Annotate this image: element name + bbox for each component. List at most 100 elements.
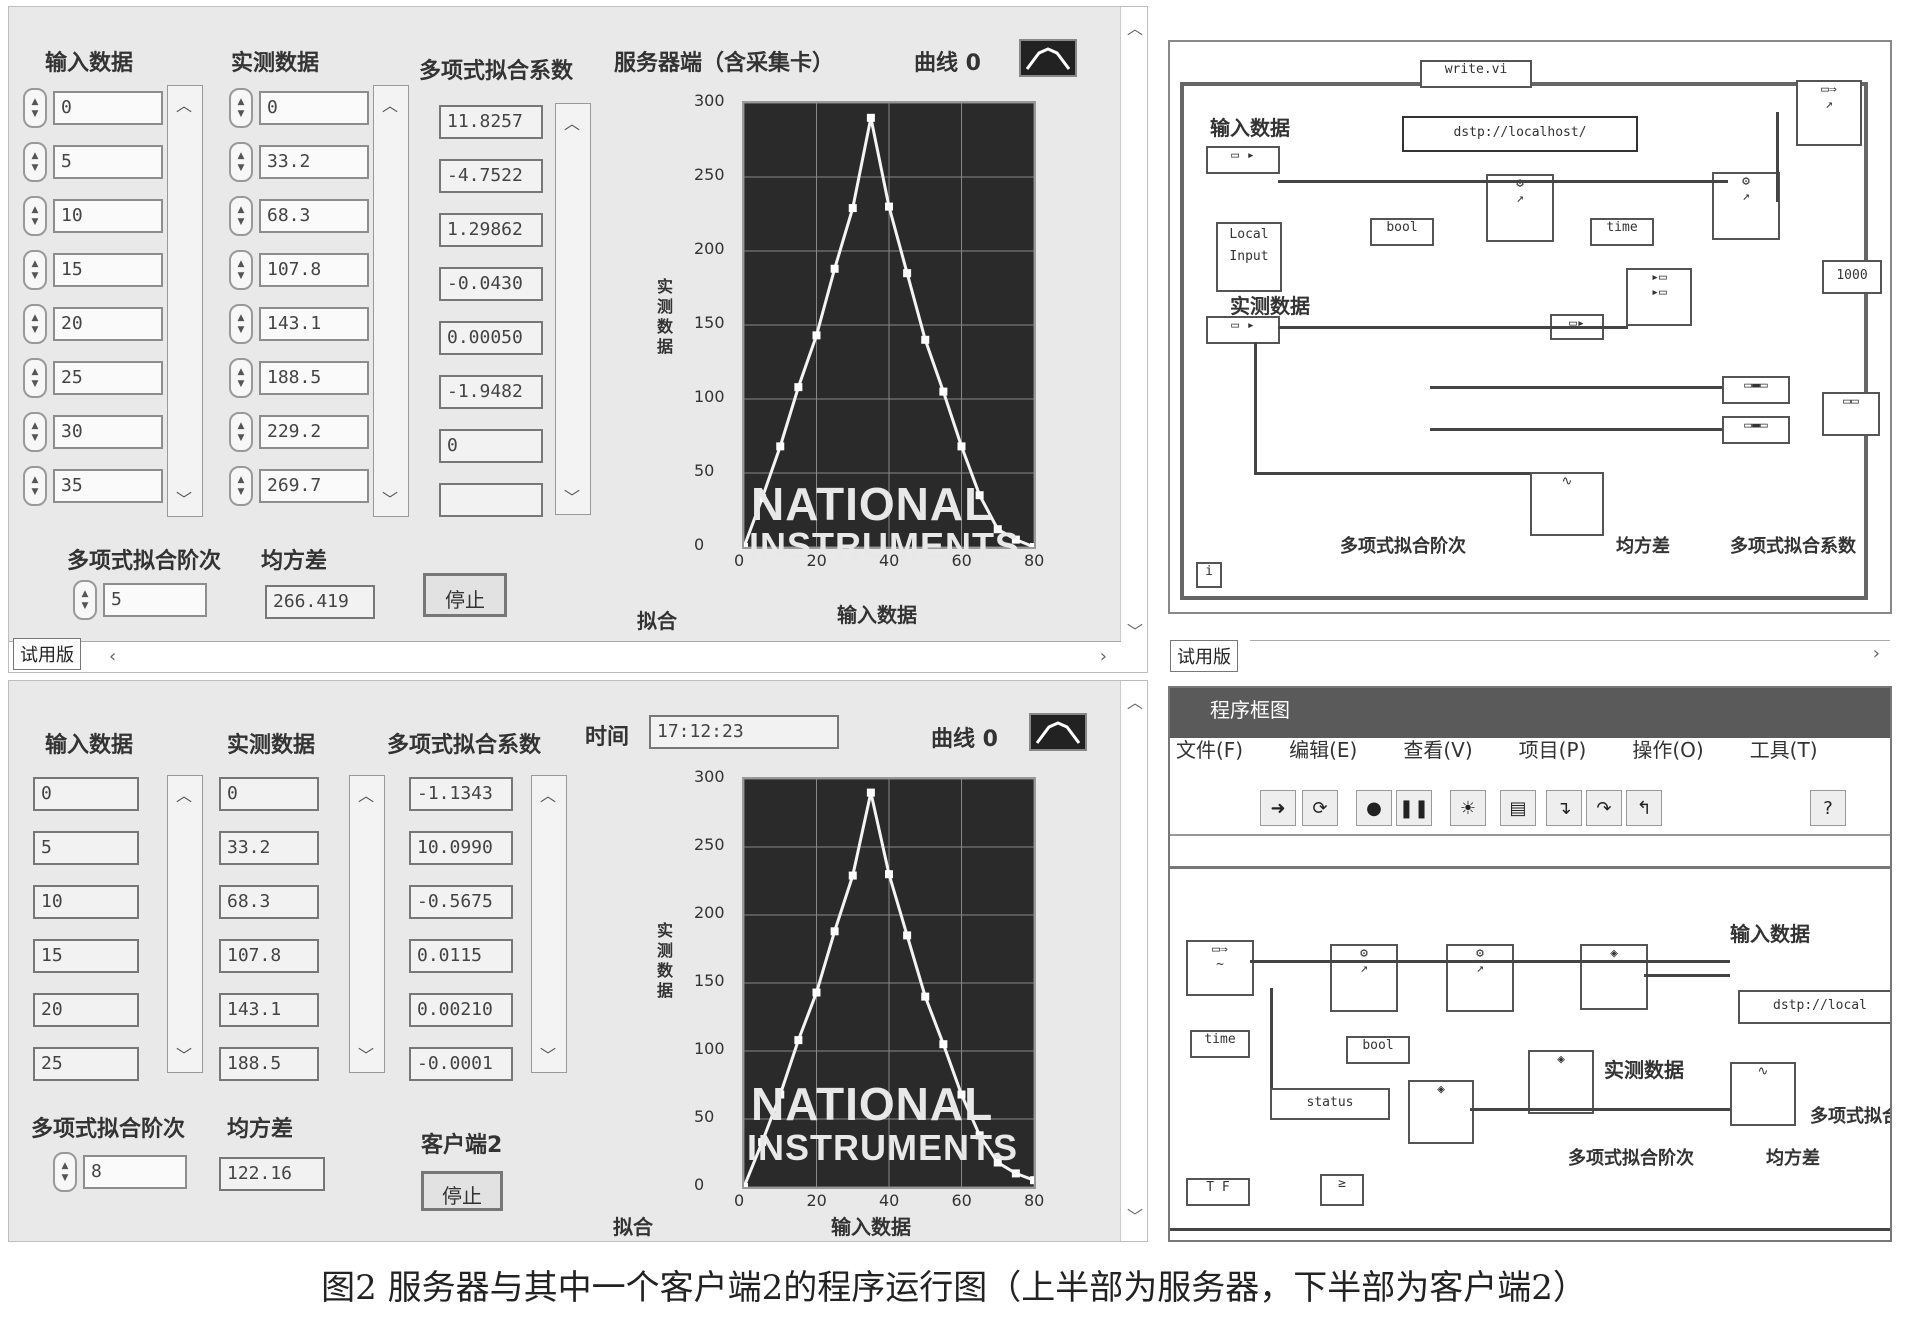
- server-measured-spinner-icon[interactable]: ▲▼: [229, 466, 253, 506]
- server-measured-element[interactable]: ▲▼269.7: [229, 465, 369, 507]
- server-wrench-node-1[interactable]: ⚙↗: [1486, 174, 1554, 242]
- server-measured-element[interactable]: ▲▼107.8: [229, 249, 369, 291]
- server-array-build-node[interactable]: ▸▭▸▭: [1626, 268, 1692, 326]
- client-order-value[interactable]: 8: [83, 1155, 187, 1189]
- server-measured-spinner-icon[interactable]: ▲▼: [229, 412, 253, 452]
- server-panel-vscrollbar[interactable]: ︿﹀: [1120, 7, 1147, 672]
- server-measured-value[interactable]: 68.3: [259, 199, 369, 233]
- server-input-element[interactable]: ▲▼20: [23, 303, 163, 345]
- client-convert-node-3[interactable]: ◈: [1528, 1050, 1594, 1114]
- server-fit-node[interactable]: ∿: [1530, 472, 1604, 536]
- server-write-node[interactable]: ▭⇒↗: [1796, 80, 1862, 146]
- server-order-spinner-icon[interactable]: ▲▼: [73, 580, 97, 620]
- server-panel-hscrollbar[interactable]: ‹ ›: [9, 641, 1121, 672]
- pause-icon[interactable]: ❚❚: [1396, 790, 1432, 826]
- server-input-value[interactable]: 30: [53, 415, 163, 449]
- server-input-value[interactable]: 20: [53, 307, 163, 341]
- server-measured-value[interactable]: 0: [259, 91, 369, 125]
- server-bool-node[interactable]: bool: [1370, 218, 1434, 246]
- server-input-terminal[interactable]: ▭ ▸: [1206, 146, 1280, 174]
- client-panel-vscrollbar[interactable]: ︿﹀: [1120, 681, 1147, 1241]
- server-file-node[interactable]: write.vi: [1420, 60, 1532, 88]
- server-input-element[interactable]: ▲▼30: [23, 411, 163, 453]
- abort-icon[interactable]: ●: [1356, 790, 1392, 826]
- server-input-spinner-icon[interactable]: ▲▼: [23, 88, 47, 128]
- server-input-element[interactable]: ▲▼10: [23, 195, 163, 237]
- menu-item[interactable]: 查看(V): [1403, 738, 1473, 762]
- step-out-icon[interactable]: ↰: [1626, 790, 1662, 826]
- client-order-control[interactable]: ▲▼ 8: [53, 1151, 187, 1193]
- client-tf-node[interactable]: T F: [1186, 1178, 1250, 1206]
- server-measured-element[interactable]: ▲▼68.3: [229, 195, 369, 237]
- server-measured-value[interactable]: 107.8: [259, 253, 369, 287]
- server-curve-legend[interactable]: 曲线 0: [914, 51, 981, 76]
- client-curve-legend[interactable]: 曲线 0: [931, 727, 998, 752]
- run-arrow-icon[interactable]: ➜: [1260, 790, 1296, 826]
- server-bundle-node-2[interactable]: ▭▬▭: [1722, 416, 1790, 444]
- server-url-node[interactable]: dstp://localhost/: [1402, 116, 1638, 152]
- server-bundle-node-1[interactable]: ▭▬▭: [1722, 376, 1790, 404]
- server-measured-scrollbar[interactable]: ︿﹀: [373, 85, 409, 517]
- server-input-value[interactable]: 15: [53, 253, 163, 287]
- menu-item[interactable]: 项目(P): [1518, 738, 1587, 762]
- client-or-gate-node[interactable]: ≥: [1320, 1174, 1364, 1206]
- client-time-node[interactable]: time: [1190, 1030, 1250, 1058]
- server-stop-button[interactable]: 停止: [423, 573, 507, 617]
- client-input-scrollbar[interactable]: ︿﹀: [167, 775, 203, 1073]
- server-measured-element[interactable]: ▲▼188.5: [229, 357, 369, 399]
- server-measured-value[interactable]: 229.2: [259, 415, 369, 449]
- server-measured-spinner-icon[interactable]: ▲▼: [229, 88, 253, 128]
- server-input-spinner-icon[interactable]: ▲▼: [23, 358, 47, 398]
- client-coeff-scrollbar[interactable]: ︿﹀: [531, 775, 567, 1073]
- server-measured-spinner-icon[interactable]: ▲▼: [229, 196, 253, 236]
- server-merge-node[interactable]: ▭▭: [1822, 392, 1880, 436]
- server-wrench-node-2[interactable]: ⚙↗: [1712, 172, 1780, 240]
- menu-item[interactable]: 编辑(E): [1289, 738, 1358, 762]
- client-curve-legend-icon[interactable]: [1029, 713, 1087, 751]
- client-status-node[interactable]: status: [1270, 1088, 1390, 1120]
- client-url-node[interactable]: dstp://local: [1738, 990, 1890, 1024]
- server-diagram-hscrollbar[interactable]: ›: [1250, 640, 1890, 671]
- server-input-spinner-icon[interactable]: ▲▼: [23, 304, 47, 344]
- server-input-element[interactable]: ▲▼25: [23, 357, 163, 399]
- menu-item[interactable]: 操作(O): [1632, 738, 1704, 762]
- server-measured-value[interactable]: 143.1: [259, 307, 369, 341]
- server-measured-terminal[interactable]: ▭ ▸: [1206, 316, 1280, 344]
- server-input-value[interactable]: 35: [53, 469, 163, 503]
- server-measured-element[interactable]: ▲▼229.2: [229, 411, 369, 453]
- server-input-element[interactable]: ▲▼15: [23, 249, 163, 291]
- server-input-value[interactable]: 5: [53, 145, 163, 179]
- server-measured-spinner-icon[interactable]: ▲▼: [229, 250, 253, 290]
- run-continuous-icon[interactable]: ⟳: [1302, 790, 1338, 826]
- client-read-node[interactable]: ▭⇒~: [1186, 940, 1254, 996]
- server-measured-spinner-icon[interactable]: ▲▼: [229, 142, 253, 182]
- server-order-control[interactable]: ▲▼ 5: [73, 579, 207, 621]
- client-bool-node[interactable]: bool: [1346, 1036, 1410, 1064]
- help-icon[interactable]: ?: [1810, 790, 1846, 826]
- server-time-node[interactable]: time: [1590, 218, 1654, 246]
- server-input-value[interactable]: 0: [53, 91, 163, 125]
- server-input-spinner-icon[interactable]: ▲▼: [23, 412, 47, 452]
- client-fit-node[interactable]: ∿: [1730, 1062, 1796, 1126]
- menu-item[interactable]: 工具(T): [1749, 738, 1818, 762]
- step-over-icon[interactable]: ↷: [1586, 790, 1622, 826]
- server-input-spinner-icon[interactable]: ▲▼: [23, 196, 47, 236]
- server-input-spinner-icon[interactable]: ▲▼: [23, 466, 47, 506]
- server-input-element[interactable]: ▲▼5: [23, 141, 163, 183]
- server-trial-tab[interactable]: 试用版: [13, 638, 81, 670]
- server-measured-element[interactable]: ▲▼33.2: [229, 141, 369, 183]
- server-measured-element[interactable]: ▲▼143.1: [229, 303, 369, 345]
- client-convert-node[interactable]: ◈: [1580, 944, 1648, 1010]
- server-input-spinner-icon[interactable]: ▲▼: [23, 142, 47, 182]
- server-curve-legend-icon[interactable]: [1019, 39, 1077, 77]
- server-measured-value[interactable]: 188.5: [259, 361, 369, 395]
- server-input-value[interactable]: 10: [53, 199, 163, 233]
- client-convert-node-2[interactable]: ◈: [1408, 1080, 1474, 1144]
- server-input-value[interactable]: 25: [53, 361, 163, 395]
- server-input-spinner-icon[interactable]: ▲▼: [23, 250, 47, 290]
- client-wrench-node-1[interactable]: ⚙↗: [1330, 944, 1398, 1012]
- server-input-element[interactable]: ▲▼35: [23, 465, 163, 507]
- server-measured-value[interactable]: 33.2: [259, 145, 369, 179]
- server-const-1000[interactable]: 1000: [1822, 260, 1882, 294]
